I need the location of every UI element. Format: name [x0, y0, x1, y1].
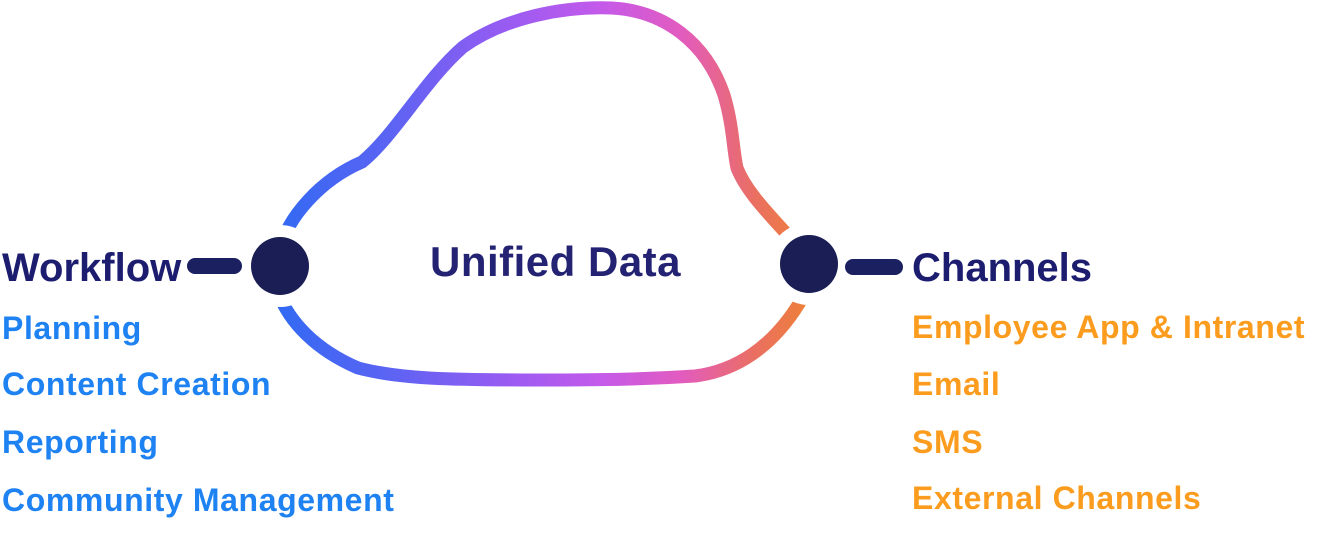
channel-item-sms: SMS [912, 424, 984, 460]
cloud-top-outline [273, 1, 799, 257]
channels-connector-dash [845, 259, 903, 275]
workflow-item-community-management: Community Management [2, 482, 395, 518]
workflow-item-reporting: Reporting [2, 424, 159, 460]
workflow-heading: Workflow [2, 246, 182, 290]
cloud-bottom-outline [271, 285, 807, 387]
workflow-node-dot-icon [251, 237, 309, 295]
workflow-item-content-creation: Content Creation [2, 366, 272, 402]
channels-node-dot-icon [780, 235, 838, 293]
workflow-connector-dash [187, 258, 242, 274]
channel-item-external-channels: External Channels [912, 480, 1202, 516]
workflow-item-planning: Planning [2, 310, 142, 346]
channel-item-email: Email [912, 366, 1001, 402]
unified-data-label: Unified Data [430, 238, 682, 285]
channel-item-employee-app-intranet: Employee App & Intranet [912, 309, 1306, 345]
channels-heading: Channels [912, 246, 1093, 290]
